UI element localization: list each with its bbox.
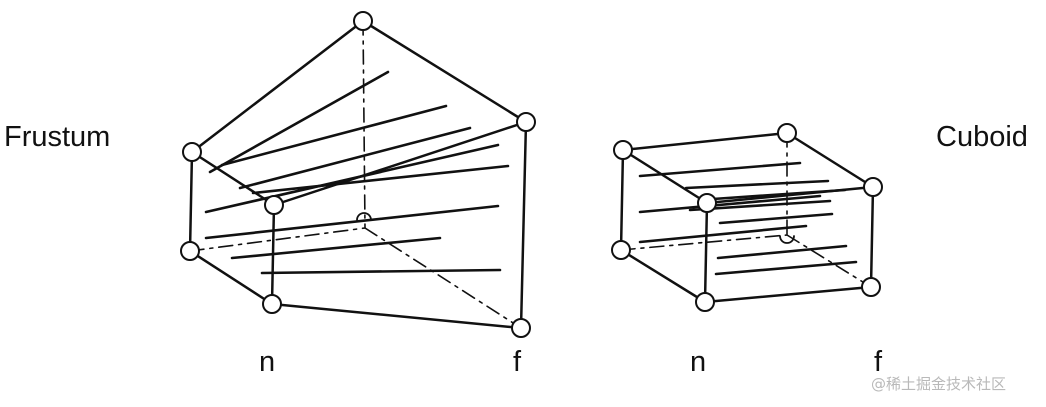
cuboid-vertex <box>864 178 882 196</box>
frustum-edge <box>192 21 363 152</box>
frustum-depth-line <box>210 72 388 172</box>
cuboid-edge <box>871 187 873 287</box>
frustum-edge <box>521 122 526 328</box>
cuboid-hidden-corner-mark <box>780 236 794 243</box>
frustum-vertex <box>265 196 283 214</box>
cuboid-figure <box>612 124 882 311</box>
cuboid-vertex <box>698 194 716 212</box>
frustum-edge <box>363 21 526 122</box>
frustum-depth-line <box>240 128 470 188</box>
cuboid-depth-line <box>713 190 845 199</box>
frustum-edge <box>272 304 521 328</box>
cuboid-edge <box>623 150 707 203</box>
frustum-edge <box>190 251 272 304</box>
frustum-vertex <box>512 319 530 337</box>
cuboid-vertex <box>614 141 632 159</box>
cuboid-depth-line <box>640 226 806 242</box>
cuboid-depth-line <box>716 262 856 274</box>
cuboid-depth-line <box>640 196 820 212</box>
cuboid-edge <box>705 203 707 302</box>
cuboid-hidden-edge <box>621 235 787 250</box>
cuboid-vertex <box>778 124 796 142</box>
frustum-far-label: f <box>513 346 522 378</box>
frustum-vertex <box>517 113 535 131</box>
cuboid-depth-line <box>720 214 832 223</box>
frustum-hidden-edge <box>190 228 365 251</box>
frustum-label: Frustum <box>4 121 111 153</box>
frustum-hidden-edge <box>365 228 521 328</box>
cuboid-label: Cuboid <box>936 121 1028 153</box>
cuboid-edge <box>787 133 873 187</box>
frustum-vertex <box>181 242 199 260</box>
frustum-depth-line <box>253 166 508 193</box>
frustum-depth-line <box>232 238 440 258</box>
cuboid-far-label: f <box>874 346 883 378</box>
frustum-edge <box>190 152 192 251</box>
cuboid-vertex <box>862 278 880 296</box>
cuboid-vertex <box>696 293 714 311</box>
frustum-vertex <box>183 143 201 161</box>
watermark-text: @稀土掘金技术社区 <box>871 375 1007 393</box>
frustum-edge <box>192 152 274 205</box>
cuboid-edge <box>705 287 871 302</box>
cuboid-vertex <box>612 241 630 259</box>
frustum-depth-line <box>222 106 446 165</box>
cuboid-near-label: n <box>690 346 707 378</box>
cuboid-depth-line <box>718 246 846 258</box>
frustum-vertex <box>354 12 372 30</box>
frustum-vertex <box>263 295 281 313</box>
frustum-figure <box>181 12 535 337</box>
cuboid-edge <box>621 250 705 302</box>
cuboid-edge <box>623 133 787 150</box>
frustum-edge <box>274 122 526 205</box>
frustum-hidden-corner-mark <box>357 213 371 220</box>
frustum-hidden-edge <box>363 21 365 228</box>
cuboid-edge <box>621 150 623 250</box>
frustum-depth-line <box>206 145 498 212</box>
frustum-depth-line <box>262 270 500 273</box>
frustum-near-label: n <box>259 346 276 378</box>
cuboid-hidden-edge <box>787 235 871 287</box>
cuboid-depth-line <box>686 181 828 188</box>
frustum-depth-line <box>206 206 498 238</box>
cuboid-depth-line <box>640 163 800 176</box>
